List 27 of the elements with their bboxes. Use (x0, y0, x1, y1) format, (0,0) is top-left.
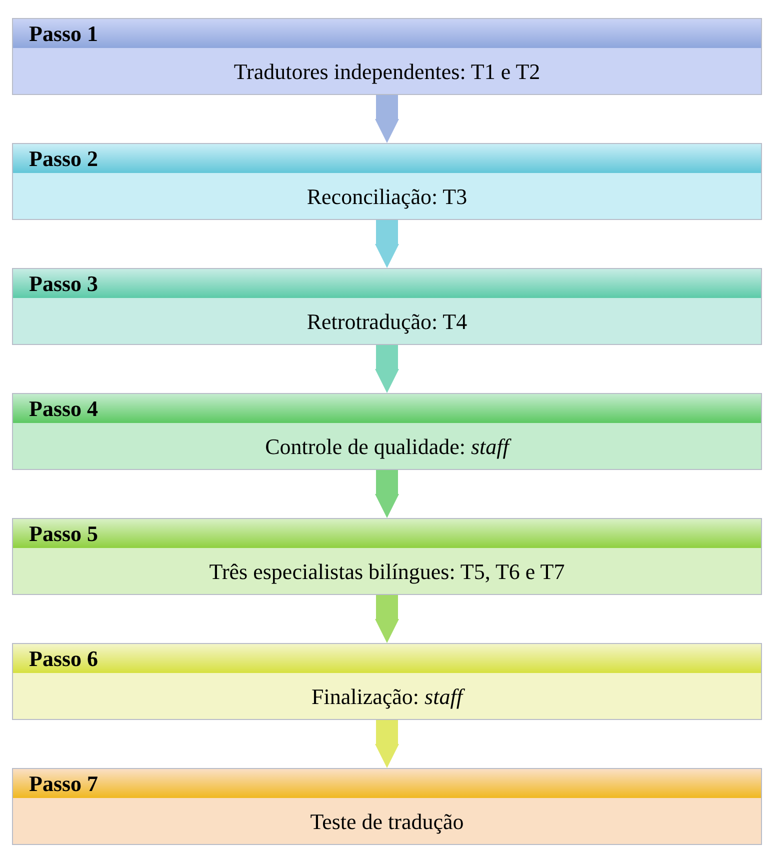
step-header: Passo 4 (13, 394, 761, 423)
arrow (375, 220, 399, 268)
step-header: Passo 5 (13, 519, 761, 548)
step-header: Passo 7 (13, 769, 761, 798)
arrow (375, 470, 399, 518)
arrow (375, 95, 399, 143)
step-card (12, 518, 762, 595)
arrow (375, 720, 399, 768)
step-description: Três especialistas bilíngues: T5, T6 e T7 (13, 548, 761, 594)
step-description: Retrotradução: T4 (13, 298, 761, 344)
step-card (12, 18, 762, 95)
step-description: Controle de qualidade: staff (13, 423, 761, 469)
step-header: Passo 2 (13, 144, 761, 173)
step-card (12, 643, 762, 720)
step-header: Passo 3 (13, 269, 761, 298)
step-description: Tradutores independentes: T1 e T2 (13, 48, 761, 94)
step-card (12, 143, 762, 220)
arrow (375, 345, 399, 393)
step-header: Passo 1 (13, 19, 761, 48)
step-description: Finalização: staff (13, 673, 761, 719)
step-description: Reconciliação: T3 (13, 173, 761, 219)
step-card (12, 393, 762, 470)
step-description: Teste de tradução (13, 798, 761, 844)
arrow (375, 595, 399, 643)
step-header: Passo 6 (13, 644, 761, 673)
step-card (12, 768, 762, 845)
step-card (12, 268, 762, 345)
